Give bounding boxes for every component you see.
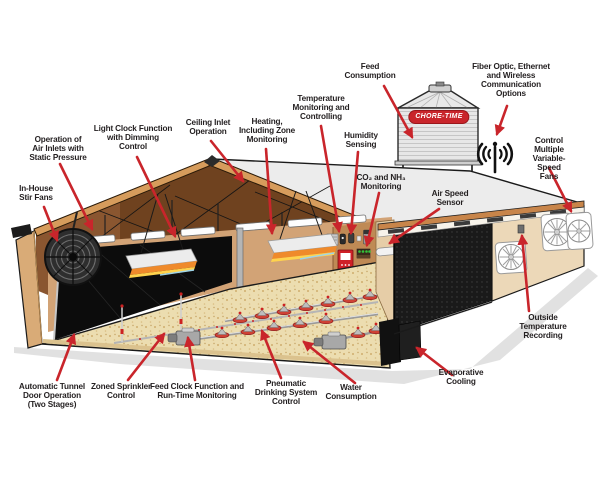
heater-fixtures [125,190,338,302]
arrow-air-inlets [58,162,94,231]
corner-units [379,318,422,366]
ridge-cap [204,155,220,167]
arrow-feed-consumption [382,84,414,139]
arrow-pneumatic-drinking [260,328,283,380]
co2-nh3-board [356,248,371,259]
arrow-light-clock [135,155,177,238]
wifi-icon [476,141,514,174]
cone-fan [494,240,528,275]
arrow-evaporative-cooling [415,346,454,377]
outside-temp-sensor [517,224,525,234]
arrow-outside-temperature [517,233,531,313]
eave-end-cap [11,224,32,238]
arrow-temperature [319,124,343,234]
feed-line-front [167,312,379,346]
sensor [348,232,355,244]
sensor [356,235,362,242]
arrow-ceiling-inlet [209,139,245,183]
arrow-co2-nh3 [363,191,381,248]
arrow-heating [264,147,277,236]
feed-bin [394,81,482,171]
arrow-variable-speed-fans [547,166,573,213]
arrow-humidity [346,150,360,236]
heater-left [125,193,198,278]
arrow-zoned-sprinkler [126,332,166,382]
arrow-tunnel-door [55,332,77,382]
arrow-in-house-stir-fans [42,205,59,243]
feed-line-near [309,322,384,350]
sidewall-right [375,200,585,366]
heater-right [267,190,338,262]
cone-fan [540,212,574,252]
arrow-feed-clock [184,335,197,382]
feed-bin-logo: CHORE-TIME [408,110,470,124]
cone-fan [565,211,594,251]
callout-arrows [42,84,573,385]
controller-panel [337,249,354,272]
feed-line-back [224,288,379,324]
arrow-water-consumption [302,340,357,385]
stir-fan [44,211,102,286]
eave-fascia [377,200,585,231]
sensor-canister-cap [363,230,370,234]
exhaust-fans [494,211,594,275]
evaporative-pad [393,220,493,334]
arrow-fiber-optic [494,104,509,137]
arrow-air-speed [388,207,441,245]
